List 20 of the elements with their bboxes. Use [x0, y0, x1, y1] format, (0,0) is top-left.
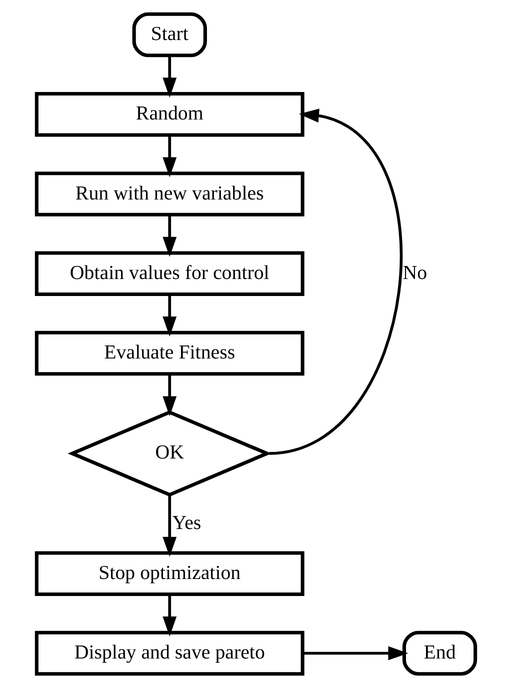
- node-diamond: OK: [68, 410, 272, 497]
- arrow: [162, 135, 177, 178]
- node-box: Start: [132, 12, 207, 58]
- arrow: [302, 646, 408, 660]
- node-box: End: [402, 630, 478, 676]
- arrow: [162, 56, 177, 98]
- arrow: [162, 374, 177, 416]
- node-box: Obtain values for control: [34, 251, 304, 296]
- arrow: [162, 495, 177, 557]
- node-box: Display and save pareto: [34, 630, 304, 676]
- arrow: [162, 294, 177, 336]
- node-box: Stop optimization: [34, 551, 304, 596]
- node-box: Evaluate Fitness: [34, 330, 304, 376]
- node-box: Random: [34, 92, 304, 137]
- arrow: [268, 108, 402, 455]
- arrow: [162, 594, 177, 636]
- edge-label: No: [402, 262, 428, 284]
- node-box: Run with new variables: [34, 172, 304, 216]
- arrow: [162, 214, 177, 257]
- edge-label: Yes: [172, 512, 202, 534]
